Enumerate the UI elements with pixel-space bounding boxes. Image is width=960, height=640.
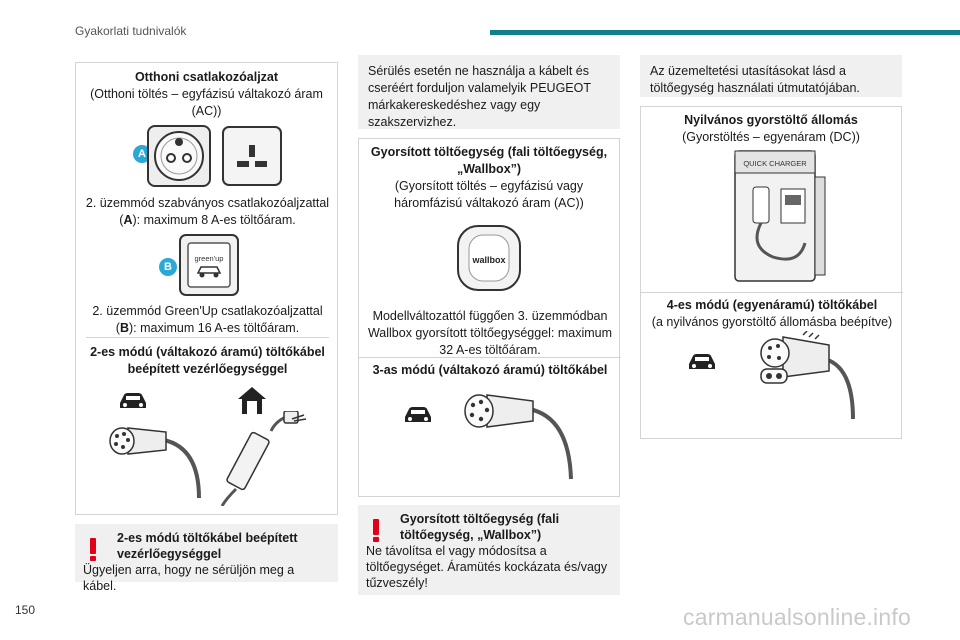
greenup-socket-icon: green'up — [179, 234, 239, 296]
quick-charger-subtitle: (Gyorstöltés – egyenáram (DC)) — [682, 130, 860, 144]
greenup-text-post: ): maximum 16 A-es töltőáram. — [129, 321, 300, 335]
greenup-label: green'up — [195, 254, 224, 263]
warning-wallbox: Gyorsított töltőegység (fali töltőegység… — [358, 505, 620, 595]
warning-title: Gyorsított töltőegység (fali töltőegység… — [400, 512, 560, 542]
quick-charger-panel: Nyilvános gyorstöltő állomás (Gyorstölté… — [640, 106, 903, 439]
cable-mode2-title: 2-es módú (váltakozó áramú) töltőkábel b… — [90, 345, 325, 376]
french-socket-icon — [147, 125, 211, 187]
mode2-letter-a: A — [123, 213, 133, 227]
warning-title: 2-es módú töltőkábel beépített vezérlőeg… — [117, 531, 298, 561]
wallbox-text: Modellváltozattól függően 3. üzemmódban … — [367, 309, 613, 357]
quick-charger-icon: QUICK CHARGER — [734, 150, 826, 282]
cable-mode4-title: 4-es módú (egyenáramú) töltőkábel — [666, 298, 878, 312]
watermark: carmanualsonline.info — [683, 604, 911, 630]
page-header-title: Gyakorlati tudnivalók — [75, 24, 187, 38]
warning-body: Ne távolítsa el vagy módosítsa a töltőeg… — [366, 544, 608, 590]
home-socket-title: Otthoni csatlakozóaljzat — [134, 70, 279, 84]
badge-b: B — [159, 258, 177, 276]
page-number: 150 — [15, 603, 36, 617]
quick-charger-label: QUICK CHARGER — [743, 159, 807, 168]
car-icon — [689, 354, 715, 369]
home-socket-panel: Otthoni csatlakozóaljzat (Otthoni töltés… — [75, 62, 338, 515]
wallbox-panel: Gyorsított töltőegység (fali töltőegység… — [358, 138, 621, 497]
home-socket-subtitle: (Otthoni töltés – egyfázisú váltakozó ár… — [90, 87, 323, 118]
type2-plug-icon — [464, 394, 573, 480]
greenup-text-pre: 2. üzemmód Green'Up csatlakozóaljzattal … — [92, 304, 323, 335]
warning-icon — [373, 519, 379, 542]
ccs-plug-icon — [760, 331, 855, 420]
wallbox-title: Gyorsított töltőegység (fali töltőegység… — [370, 145, 608, 176]
uk-socket-icon — [222, 126, 282, 186]
operating-instructions-note: Az üzemeltetési utasításokat lásd a tölt… — [640, 55, 902, 97]
damage-note: Sérülés esetén ne használja a kábelt és … — [358, 55, 620, 129]
badge-a: A — [133, 145, 151, 163]
car-icon — [405, 407, 431, 422]
divider — [641, 292, 903, 293]
cable-mode3-title: 3-as módú (váltakozó áramú) töltőkábel — [372, 363, 608, 377]
cable-mode4-subtitle: (a nyilvános gyorstöltő állomásba beépít… — [651, 315, 893, 329]
mode2-text-post: ): maximum 8 A-es töltőáram. — [132, 213, 296, 227]
car-icon — [120, 393, 146, 408]
divider — [359, 357, 621, 358]
control-box-icon — [220, 411, 307, 506]
wallbox-subtitle: (Gyorsított töltés – egyfázisú vagy háro… — [394, 179, 584, 210]
mode2-standard-text: 2. üzemmód szabványos csatlakozóaljzatta… — [84, 195, 331, 229]
mode2-greenup-text: 2. üzemmód Green'Up csatlakozóaljzattal … — [82, 303, 333, 337]
type2-plug-icon — [109, 427, 201, 499]
wallbox-icon: wallbox — [457, 225, 521, 291]
house-icon — [238, 387, 266, 414]
warning-icon — [90, 538, 96, 561]
mode2-text-pre: 2. üzemmód szabványos csatlakozóaljzatta… — [85, 196, 330, 227]
greenup-letter-b: B — [119, 321, 129, 335]
divider — [86, 337, 329, 338]
quick-charger-title: Nyilvános gyorstöltő állomás — [684, 113, 858, 127]
warning-mode2-cable: 2-es módú töltőkábel beépített vezérlőeg… — [75, 524, 338, 593]
header-accent-bar — [490, 30, 960, 35]
warning-body: Ügyeljen arra, hogy ne sérüljön meg a ká… — [83, 563, 295, 593]
wallbox-device-label: wallbox — [471, 255, 505, 265]
